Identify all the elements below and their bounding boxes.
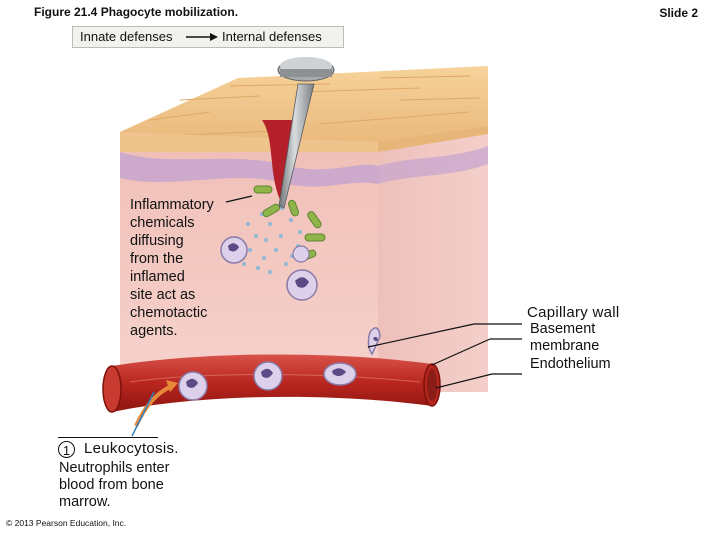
innate-defenses-tag: Innate defenses bbox=[80, 29, 173, 44]
blood-vessel bbox=[102, 354, 441, 413]
copyright-notice: © 2013 Pearson Education, Inc. bbox=[6, 518, 127, 528]
figure-title: Figure 21.4 Phagocyte mobilization. bbox=[34, 5, 239, 19]
inflammatory-line: chemicals bbox=[130, 215, 195, 231]
inflammatory-line: diffusing bbox=[130, 233, 184, 249]
slide-number: Slide 2 bbox=[659, 6, 698, 20]
inflammatory-chemicals-label: Inflammatory chemicals diffusing from th… bbox=[130, 196, 214, 340]
inflammatory-line: agents. bbox=[130, 323, 178, 339]
endothelium-label: Endothelium bbox=[530, 356, 611, 372]
blood-flow-arrow bbox=[134, 384, 173, 427]
label-pointer-lines bbox=[225, 195, 522, 389]
epidermis-layer bbox=[120, 152, 378, 187]
leukocytosis-pointer bbox=[131, 391, 155, 437]
tissue-neutrophils bbox=[220, 236, 381, 356]
step-number-badge: 1 bbox=[58, 441, 75, 458]
basement-membrane-label: Basement membrane bbox=[530, 321, 599, 355]
leukocytosis-title: Leukocytosis. bbox=[84, 440, 179, 457]
inflammatory-line: chemotactic bbox=[130, 305, 208, 321]
leukocytosis-line: marrow. bbox=[59, 494, 111, 510]
tissue-front-face bbox=[120, 150, 378, 392]
chemical-dots bbox=[242, 206, 302, 274]
leukocytosis-description: Neutrophils enter blood from bone marrow… bbox=[59, 460, 169, 511]
internal-defenses-tag: Internal defenses bbox=[222, 29, 322, 44]
inflammatory-line: site act as bbox=[130, 287, 196, 303]
inflammatory-line: from the bbox=[130, 251, 184, 267]
inflammatory-line: Inflammatory bbox=[130, 197, 214, 213]
right-arrow-icon bbox=[186, 33, 218, 41]
inflammatory-line: inflamed bbox=[130, 269, 185, 285]
basement-line: Basement bbox=[530, 321, 596, 337]
basement-line: membrane bbox=[530, 338, 600, 354]
capillary-wall-label: Capillary wall bbox=[527, 304, 620, 321]
nail bbox=[277, 57, 335, 209]
step-divider bbox=[58, 437, 158, 438]
leukocytosis-line: blood from bone bbox=[59, 477, 164, 493]
leukocytosis-line: Neutrophils enter bbox=[59, 460, 170, 476]
